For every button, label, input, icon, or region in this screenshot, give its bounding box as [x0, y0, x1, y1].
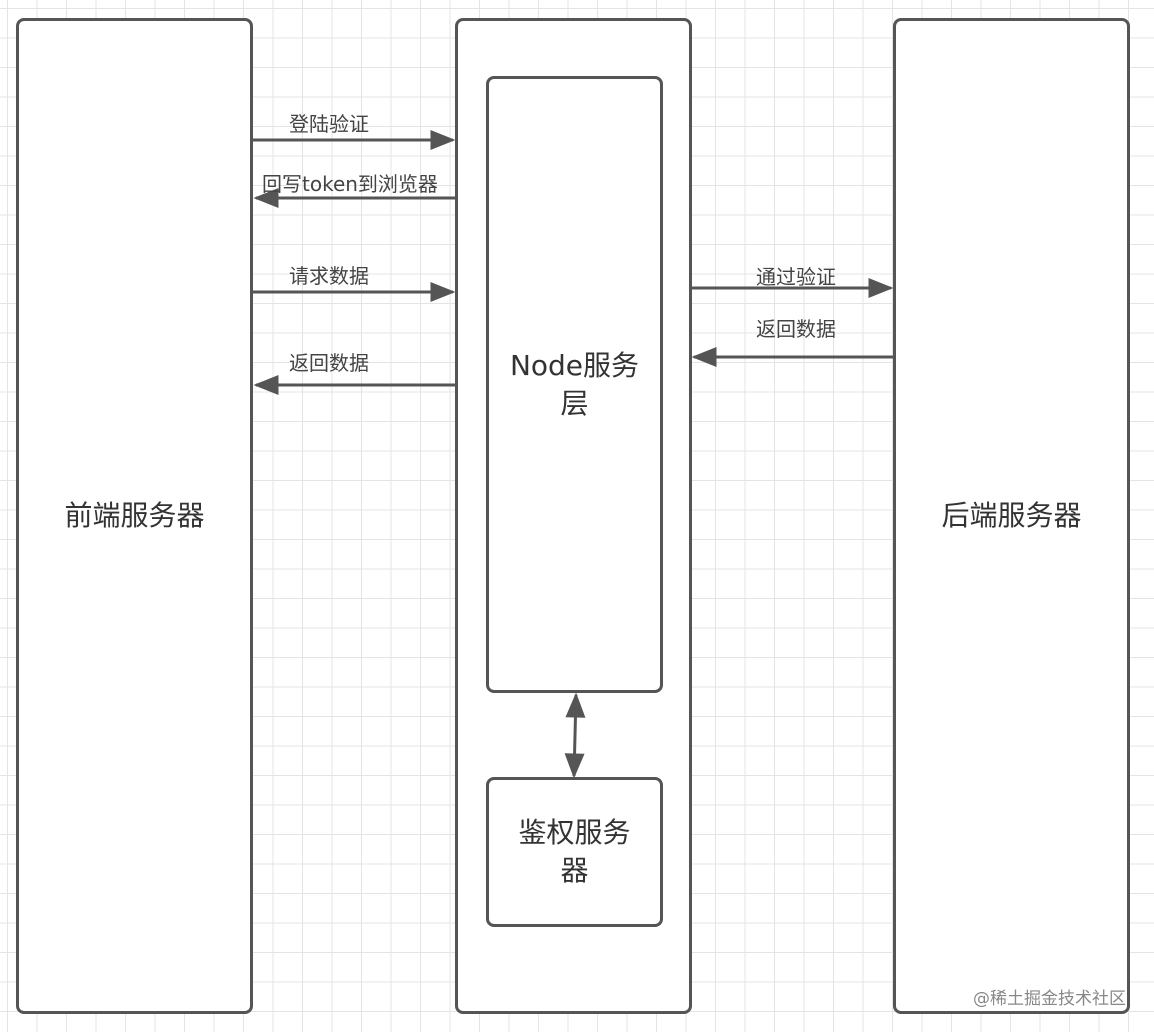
- watermark: @稀土掘金技术社区: [973, 989, 1126, 1009]
- auth-server-box: 鉴权服务器: [486, 777, 663, 927]
- node-service-box: Node服务层: [486, 76, 663, 693]
- return-data-right-label: 返回数据: [756, 317, 836, 341]
- frontend-server-box: 前端服务器: [16, 18, 253, 1014]
- return-data-left-label: 返回数据: [289, 351, 369, 375]
- request-data-label: 请求数据: [289, 264, 369, 288]
- auth-server-label: 鉴权服务器: [518, 816, 631, 887]
- backend-server-box: 后端服务器: [893, 18, 1130, 1014]
- backend-server-label: 后端服务器: [941, 499, 1082, 532]
- node-auth-bidirectional-arrow: [564, 692, 586, 779]
- pass-auth-label: 通过验证: [756, 265, 836, 289]
- write-token-label: 回写token到浏览器: [262, 172, 438, 196]
- node-service-label: Node服务层: [509, 349, 640, 420]
- login-label: 登陆验证: [289, 112, 369, 136]
- frontend-server-label: 前端服务器: [64, 499, 205, 532]
